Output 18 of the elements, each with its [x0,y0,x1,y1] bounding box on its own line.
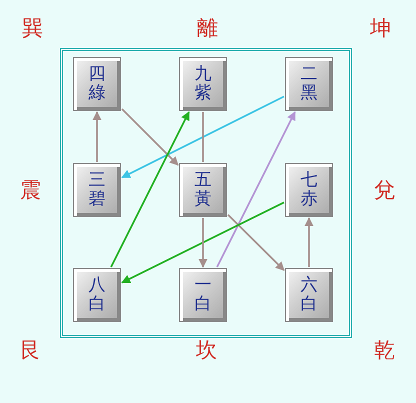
direction-label: 乾 [374,338,395,362]
direction-label: 艮 [20,338,41,362]
arrow [216,111,296,268]
direction-label: 巽 [22,16,43,40]
direction-label: 坤 [370,16,391,40]
arrow [121,202,284,284]
direction-label: 兌 [374,178,395,202]
arrow [198,218,208,268]
arrow [227,214,285,271]
connector-line [202,112,204,162]
direction-label: 離 [197,16,218,40]
direction-label: 震 [20,178,41,202]
arrow [92,111,102,162]
direction-label: 坎 [196,338,217,362]
arrow [121,96,284,178]
arrow [110,111,190,268]
arrow [121,108,179,166]
arrow [304,217,314,267]
